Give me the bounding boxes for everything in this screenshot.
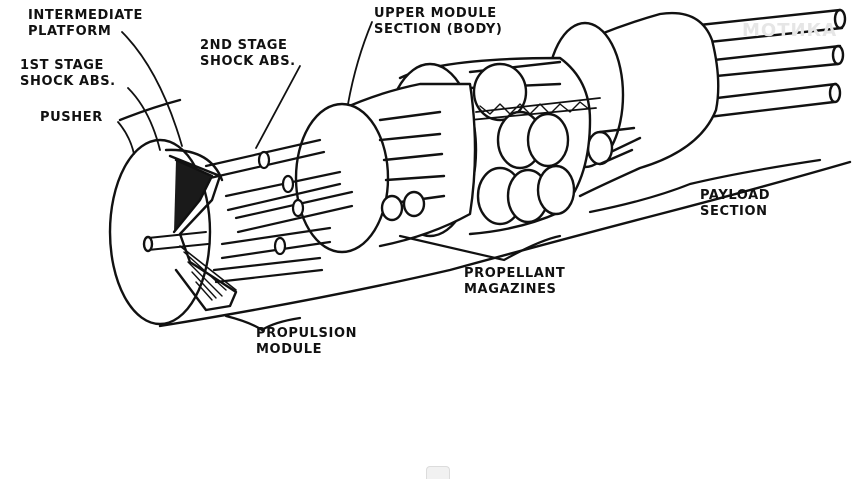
- leader-lines: [117, 21, 373, 155]
- label-line: PUSHER: [40, 110, 103, 125]
- label-line: 2nd STAGE: [200, 38, 288, 53]
- hull-lines: [118, 98, 852, 328]
- label-upper-module: UPPER MODULE SECTION (BODY): [374, 6, 502, 38]
- label-line: PROPELLANT: [464, 266, 566, 281]
- scroll-handle[interactable]: [426, 466, 450, 479]
- label-line: MAGAZINES: [464, 282, 557, 297]
- label-line: SHOCK ABS.: [200, 54, 296, 69]
- label-line: SECTION: [700, 204, 768, 219]
- label-propellant-magazines: PROPELLANT MAGAZINES: [464, 266, 565, 298]
- upper-module-body: [294, 82, 477, 254]
- shock-rods: [204, 138, 354, 284]
- label-first-stage-shock: 1st STAGE SHOCK ABS.: [20, 58, 116, 90]
- payload-rods: [688, 8, 847, 120]
- label-line: UPPER MODULE: [374, 6, 497, 21]
- label-line: SHOCK ABS.: [20, 74, 116, 89]
- label-payload-section: PAYLOAD SECTION: [700, 188, 770, 220]
- label-propulsion-module: PROPULSION MODULE: [256, 326, 357, 358]
- watermark: МОТИКА: [742, 20, 838, 41]
- label-line: PAYLOAD: [700, 188, 771, 203]
- pusher-plate: [108, 138, 238, 326]
- label-pusher: PUSHER: [40, 110, 103, 126]
- label-line: PLATFORM: [28, 24, 112, 39]
- label-line: INTERMEDIATE: [28, 8, 143, 23]
- braces: [224, 158, 822, 332]
- label-intermediate-platform: INTERMEDIATE PLATFORM: [28, 8, 143, 40]
- label-line: PROPULSION: [256, 326, 358, 341]
- label-line: MODULE: [256, 342, 323, 357]
- label-line: SECTION (BODY): [374, 22, 503, 37]
- label-second-stage-shock: 2nd STAGE SHOCK ABS.: [200, 38, 296, 70]
- label-line: 1st STAGE: [20, 58, 105, 73]
